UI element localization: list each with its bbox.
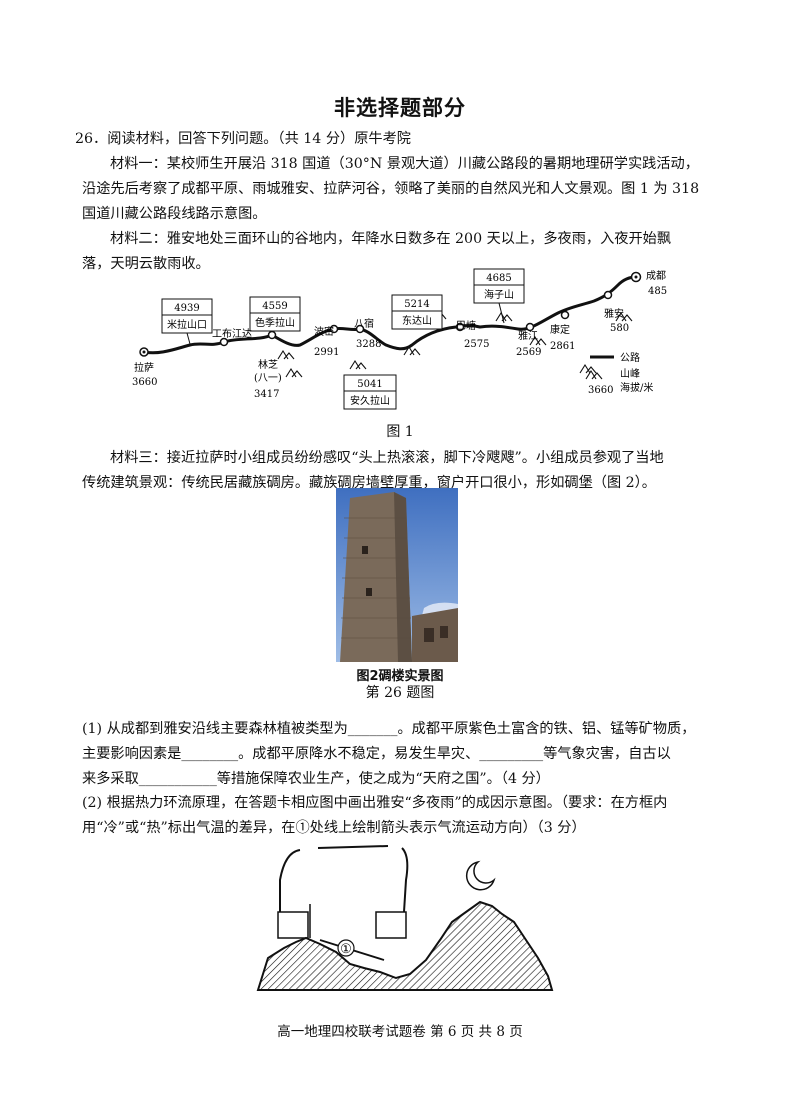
pass-box-milashan: 4939 米拉山口 — [161, 298, 213, 334]
town-nyingchi: 林芝 — [258, 358, 278, 371]
material-3-line-2: 传统建筑景观：传统民居藏族碉房。藏族碉房墙壁厚重，窗户开口很小，形如碉堡（图 2… — [82, 475, 656, 491]
moon-icon — [465, 860, 496, 891]
town-lhasa: 拉萨 — [134, 361, 154, 374]
pass-name: 东达山 — [402, 314, 432, 327]
town-nyingchi-alt: 3417 — [254, 389, 279, 400]
legend-elev: 海拔/米 — [620, 381, 653, 394]
q1-line-3: 来多采取___________等措施保障农业生产，使之成为“天府之国”。（4 分… — [82, 771, 550, 787]
pass-alt: 4685 — [486, 273, 511, 284]
material-2-line-1: 材料二：雅安地处三面环山的谷地内，年降水日数多在 200 天以上，多夜雨，入夜开… — [110, 231, 672, 247]
town-yaan-alt: 580 — [610, 323, 629, 334]
town-nyingchi-sub: (八一) — [254, 373, 282, 384]
town-chengdu-alt: 485 — [648, 286, 667, 297]
page-footer: 高一地理四校联考试题卷 第 6 页 共 8 页 — [277, 1024, 523, 1040]
figure-sub-caption: 第 26 题图 — [365, 685, 435, 701]
pass-alt: 5214 — [404, 299, 429, 310]
pass-box-haizishan: 4685 海子山 — [473, 268, 525, 304]
pass-name: 安久拉山 — [350, 394, 390, 407]
pass-name: 海子山 — [484, 288, 514, 301]
town-lhasa-alt: 3660 — [132, 377, 157, 388]
q1-line-2: 主要影响因素是________。成都平原降水不稳定，易发生旱灾、________… — [82, 746, 671, 762]
mark-1: ① — [340, 942, 352, 957]
q2-line-1: (2) 根据热力环流原理，在答题卡相应图中画出雅安“多夜雨”的成因示意图。（要求… — [82, 795, 668, 811]
box-left — [277, 911, 309, 939]
route-map-figure: 4939 米拉山口 4559 色季拉山 5214 东达山 4685 海子山 50… — [132, 268, 667, 410]
pass-alt: 4559 — [262, 301, 287, 312]
stone-tower-image — [336, 488, 458, 662]
q1-line-1: (1) 从成都到雅安沿线主要森林植被类型为_______。成都平原紫色土富含的铁… — [82, 721, 696, 737]
town-yaan: 雅安 — [604, 307, 624, 320]
section-title: 非选择题部分 — [334, 96, 466, 120]
pass-alt: 5041 — [357, 379, 382, 390]
town-yajiang-alt: 2569 — [516, 347, 541, 358]
box-right — [375, 911, 407, 939]
town-gongbu: 工布江达 — [212, 328, 252, 340]
town-basu-alt: 3288 — [356, 339, 381, 350]
pass-alt: 4939 — [174, 303, 199, 314]
material-1-line-1: 材料一：某校师生开展沿 318 国道（30°N 景观大道）川藏公路段的暑期地理研… — [110, 156, 699, 172]
tower-photo — [336, 488, 458, 662]
material-1-line-3: 国道川藏公路段线路示意图。 — [82, 206, 267, 222]
town-pomi-alt: 2991 — [314, 347, 339, 358]
legend-road: 公路 — [620, 351, 640, 364]
town-batang-alt: 2575 — [464, 339, 489, 350]
pass-name: 米拉山口 — [167, 318, 207, 331]
material-2-line-2: 落，天明云散雨收。 — [82, 256, 210, 272]
figure-2-caption: 图2碉楼实景图 — [356, 669, 444, 684]
thermal-circulation-diagram: ① — [256, 845, 554, 991]
town-kangding: 康定 — [550, 323, 570, 336]
pass-box-sejilashan: 4559 色季拉山 — [249, 296, 301, 332]
pass-name: 色季拉山 — [255, 316, 295, 329]
material-3-line-1: 材料三：接近拉萨时小组成员纷纷感叹“头上热滚滚，脚下冷飕飕”。小组成员参观了当地 — [110, 450, 664, 466]
town-yajiang: 雅江 — [518, 329, 538, 342]
town-chengdu: 成都 — [646, 270, 666, 282]
town-kangding-alt: 2861 — [550, 341, 575, 352]
q2-line-2: 用“冷”或“热”标出气温的差异，在①处线上绘制箭头表示气流运动方向）（3 分） — [82, 820, 586, 836]
legend-sample: 3660 — [588, 385, 613, 396]
material-1-line-2: 沿途先后考察了成都平原、雨城雅安、拉萨河谷，领略了美丽的自然风光和人文景观。图 … — [82, 181, 700, 197]
figure-1-caption: 图 1 — [386, 424, 414, 440]
town-pomi: 波密 — [314, 325, 334, 338]
pass-box-dongdashan: 5214 东达山 — [391, 294, 443, 330]
pass-box-anjiulashan: 5041 安久拉山 — [343, 374, 397, 410]
question-header: 26．阅读材料，回答下列问题。（共 14 分）原牛考院 — [75, 131, 411, 147]
town-basu: 八宿 — [354, 317, 374, 330]
mountain-terrain — [256, 900, 554, 991]
town-batang: 巴塘 — [456, 319, 476, 332]
legend-peak: 山峰 — [620, 368, 640, 380]
